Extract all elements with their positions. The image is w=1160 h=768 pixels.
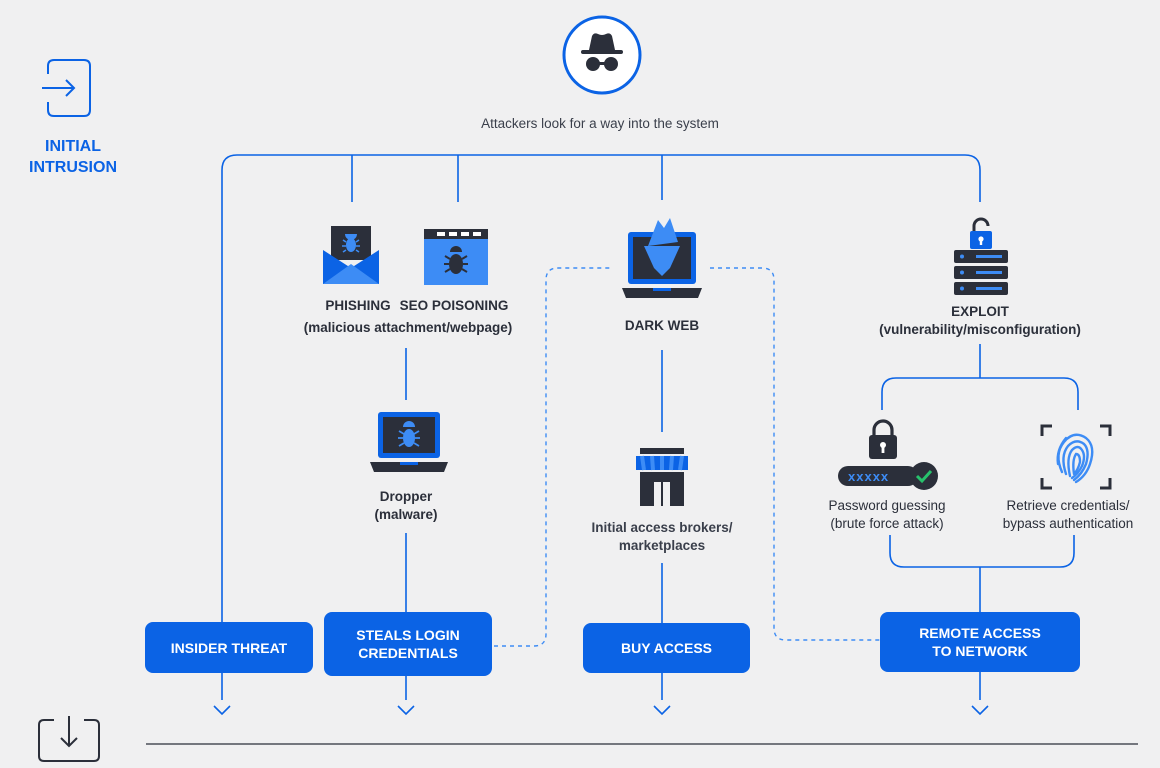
- stage-title: INITIAL INTRUSION: [29, 138, 117, 176]
- remote-line2: TO NETWORK: [932, 643, 1028, 659]
- seo-poisoning-label: SEO POISONING: [399, 298, 509, 313]
- buy-access-box: BUY ACCESS: [583, 623, 750, 673]
- dropper-label: Dropper (malware): [374, 489, 438, 522]
- browser-bug-icon: [424, 229, 488, 285]
- laptop-iceberg-icon: [622, 218, 702, 298]
- phishing-envelope-bug-icon: [323, 226, 379, 284]
- hacker-spy-icon: [562, 15, 642, 95]
- buy-access-label: BUY ACCESS: [620, 640, 713, 656]
- remote-line1: REMOTE ACCESS: [919, 625, 1041, 641]
- fingerprint-icon: [1040, 424, 1112, 490]
- remote-access-box: REMOTE ACCESS TO NETWORK: [880, 612, 1080, 672]
- server-lock-icon: [954, 217, 1008, 295]
- password-guessing-label: Password guessing (brute force attack): [828, 498, 946, 531]
- exploit-label: EXPLOIT (vulnerability/misconfiguration): [879, 304, 1081, 337]
- storefront-icon: [636, 448, 688, 506]
- hacker-caption: Attackers look for a way into the system: [481, 116, 719, 131]
- laptop-bug-icon: [370, 412, 448, 472]
- brokers-label: Initial access brokers/ marketplaces: [591, 520, 733, 553]
- steals-line1: STEALS LOGIN: [356, 627, 460, 643]
- dark-web-label: DARK WEB: [624, 318, 700, 333]
- credentials-label: Retrieve credentials/ bypass authenticat…: [1002, 498, 1134, 531]
- insider-threat-box: INSIDER THREAT: [145, 622, 313, 673]
- enter-icon: [42, 59, 91, 117]
- password-lock-icon: xxxxx: [838, 419, 938, 490]
- password-mask-text: xxxxx: [848, 469, 889, 484]
- insider-threat-label: INSIDER THREAT: [170, 639, 288, 656]
- steals-login-credentials-box: STEALS LOGIN CREDENTIALS: [324, 612, 492, 676]
- phishing-sublabel: (malicious attachment/webpage): [303, 320, 513, 335]
- steals-line2: CREDENTIALS: [358, 645, 458, 661]
- download-icon: [38, 716, 100, 762]
- phishing-label: PHISHING: [325, 298, 391, 313]
